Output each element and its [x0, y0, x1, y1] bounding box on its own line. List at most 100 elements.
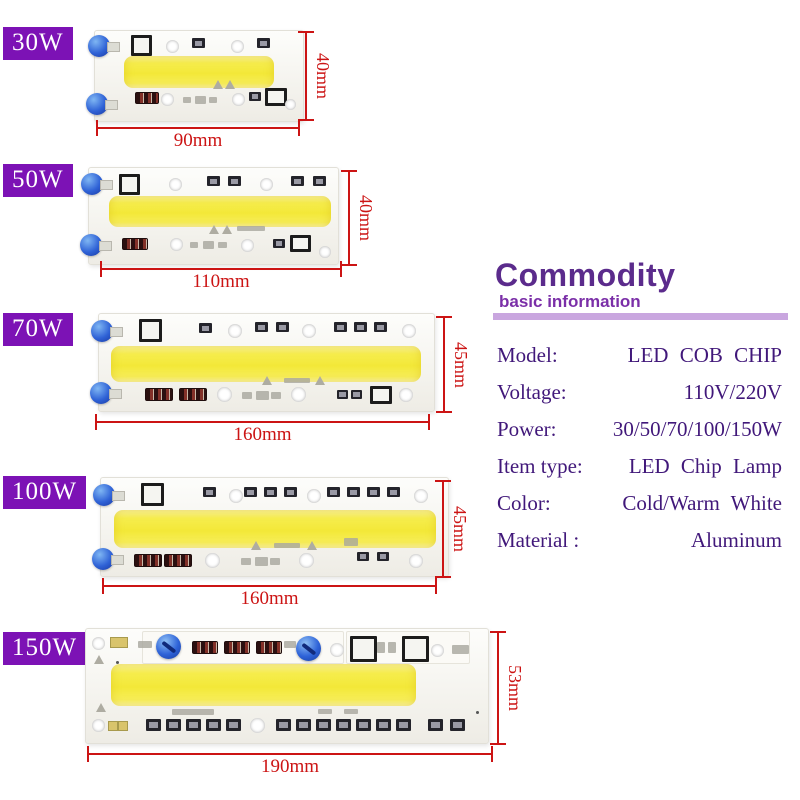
wire-terminal — [80, 234, 112, 256]
mounting-hole — [291, 387, 306, 402]
smd-chip — [337, 390, 348, 399]
silkscreen-mark — [284, 641, 296, 648]
smd-chip — [313, 176, 326, 186]
smd-chip — [376, 719, 391, 731]
smd-component — [119, 174, 140, 195]
dimension-cap — [435, 576, 451, 578]
silkscreen-mark — [318, 709, 332, 714]
dimension-cap — [340, 261, 342, 277]
smd-component — [118, 721, 128, 731]
resistor — [134, 554, 162, 567]
smd-chip — [396, 719, 411, 731]
smd-chip — [374, 322, 387, 332]
smd-chip — [356, 719, 371, 731]
mounting-hole — [299, 553, 314, 568]
resistor — [256, 641, 282, 654]
smd-chip — [228, 176, 241, 186]
dimension-cap — [96, 120, 98, 136]
smd-chip — [428, 719, 443, 731]
led-module-photo-100w — [92, 477, 449, 577]
info-row-power: Power: 30/50/70/100/150W — [497, 411, 782, 448]
height-dimension-label: 40mm — [356, 194, 376, 242]
resistor — [122, 238, 148, 250]
led-strip — [114, 510, 436, 548]
info-value: 110V/220V — [683, 380, 782, 404]
led-module-photo-150w — [85, 628, 489, 744]
dimension-cap — [428, 414, 430, 430]
smd-chip — [334, 322, 347, 332]
smd-chip — [336, 719, 351, 731]
height-dimension-70w: 45mm — [436, 316, 480, 413]
smd-chip — [207, 176, 220, 186]
info-value: 30/50/70/100/150W — [612, 417, 782, 441]
warning-triangle-icon — [225, 80, 235, 89]
silkscreen-dot — [476, 711, 479, 714]
smd-chip — [351, 390, 362, 399]
height-dimension-30w: 40mm — [298, 31, 342, 121]
dimension-cap — [95, 414, 97, 430]
trim-pot-icon — [296, 636, 321, 661]
height-dimension-label: 53mm — [505, 664, 525, 712]
smd-chip — [192, 38, 205, 48]
commodity-title: Commodity — [495, 257, 676, 293]
info-value: LED COB CHIP — [627, 343, 782, 367]
smd-component — [370, 386, 392, 404]
led-strip — [124, 56, 274, 88]
warning-triangle-icon — [209, 225, 219, 234]
warning-triangle-icon — [251, 541, 261, 550]
mounting-hole — [205, 553, 220, 568]
mounting-hole — [307, 489, 321, 503]
dimension-cap — [435, 480, 451, 482]
width-dimension-label: 160mm — [240, 588, 299, 609]
smd-chip — [146, 719, 161, 731]
smd-chip — [206, 719, 221, 731]
info-table: Model: LED COB CHIP Voltage: 110V/220V P… — [497, 337, 782, 559]
smd-chip — [166, 719, 181, 731]
dimension-cap — [100, 261, 102, 277]
dimension-line — [497, 631, 499, 745]
info-label: Material : — [497, 528, 580, 552]
dimension-cap — [436, 316, 452, 318]
silkscreen-mark — [138, 641, 152, 648]
wattage-badge-150w: 150W — [3, 632, 87, 665]
dimension-line — [442, 480, 444, 578]
smd-chip — [354, 322, 367, 332]
mounting-hole — [330, 643, 344, 657]
dimension-line — [100, 268, 342, 270]
wattage-badge-70w: 70W — [3, 313, 73, 346]
dimension-cap — [298, 31, 314, 33]
smd-chip — [347, 487, 360, 497]
wire-terminal — [91, 320, 123, 342]
smd-chip — [276, 322, 289, 332]
resistor — [145, 388, 173, 401]
wire-terminal — [86, 93, 118, 115]
height-dimension-label: 45mm — [451, 341, 471, 388]
info-label: Item type: — [497, 454, 583, 478]
width-dimension-50w: 110mm — [100, 261, 342, 297]
silkscreen-mark — [344, 709, 358, 714]
silkscreen-mark — [172, 709, 214, 715]
silkscreen-mark — [452, 645, 469, 654]
silkscreen-mark — [255, 557, 268, 566]
led-module-photo-50w — [80, 167, 339, 265]
silkscreen-mark — [203, 241, 214, 249]
warning-triangle-icon — [315, 376, 325, 385]
silkscreen-mark — [388, 642, 396, 653]
info-value: Cold/Warm White — [622, 491, 782, 515]
silkscreen-mark — [195, 96, 206, 104]
dimension-cap — [435, 578, 437, 594]
dimension-line — [102, 585, 437, 587]
smd-chip — [327, 487, 340, 497]
wattage-badge-50w: 50W — [3, 164, 73, 197]
info-row-model: Model: LED COB CHIP — [497, 337, 782, 374]
wire-terminal — [93, 484, 125, 506]
dimension-cap — [341, 170, 357, 172]
info-row-item-type: Item type: LED Chip Lamp — [497, 448, 782, 485]
mounting-hole — [232, 93, 245, 106]
smd-chip — [257, 38, 270, 48]
info-label: Color: — [497, 491, 551, 515]
silkscreen-mark — [256, 391, 269, 400]
smd-chip — [296, 719, 311, 731]
smd-chip — [199, 323, 212, 333]
